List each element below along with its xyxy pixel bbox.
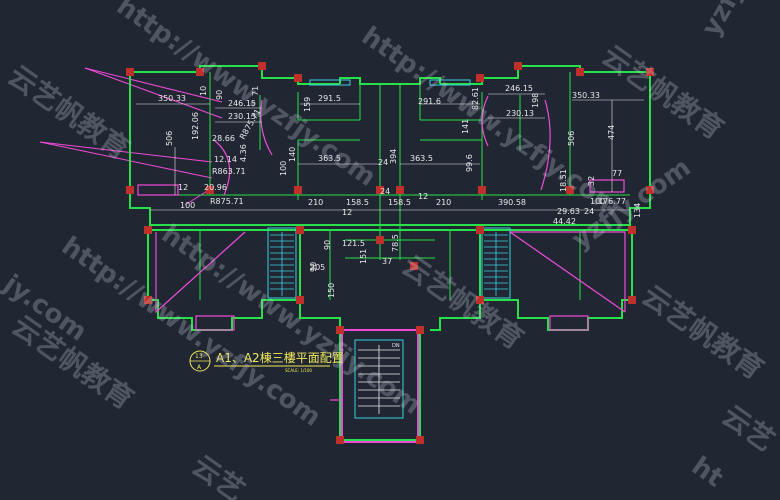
detail-number: 13	[195, 353, 203, 360]
dim-label: 24	[380, 187, 390, 196]
dim-label: 159	[303, 97, 312, 112]
dim-label: 350.33	[572, 91, 600, 100]
dim-label: 82.61	[471, 87, 480, 110]
dim-label: 121.5	[342, 239, 365, 248]
dim-label: 12	[178, 183, 188, 192]
stair-right	[484, 232, 508, 296]
dim-label: 506	[165, 131, 174, 146]
title-block: 13 A A1、A2棟三樓平面配置 SCALE: 1/100 DN	[189, 343, 400, 373]
dim-label: 210	[308, 198, 323, 207]
dim-label: 12	[342, 208, 352, 217]
dim-label: 4.36	[239, 144, 248, 162]
dim-label: 24	[584, 207, 594, 216]
dim-label: 198	[531, 93, 540, 108]
dim-label: 291.6	[418, 97, 441, 106]
dim-label: 24	[378, 158, 388, 167]
dim-label: R863.71	[212, 167, 246, 176]
dim-label: 134	[633, 203, 642, 218]
dim-label: 230.13	[506, 109, 534, 118]
dim-label: 230.13	[228, 112, 256, 121]
dim-label: 158.5	[346, 198, 369, 207]
dim-label: 44.42	[553, 217, 576, 226]
fixtures	[137, 95, 626, 443]
dim-label: 474	[607, 125, 616, 140]
dim-label: 90	[215, 90, 224, 100]
dim-label: 140	[288, 147, 297, 162]
dimension-lines	[136, 93, 644, 211]
dim-label: 246.15	[228, 99, 256, 108]
dim-label: 150	[327, 283, 336, 298]
dim-label: R875.71	[210, 197, 244, 206]
stair-center	[358, 345, 400, 414]
dim-label: 100	[180, 201, 195, 210]
dim-label: 78.5	[391, 234, 400, 252]
columns	[126, 62, 654, 444]
dim-label: 246.15	[505, 84, 533, 93]
dim-label: 20.96	[204, 183, 227, 192]
dim-label: 205	[310, 263, 325, 272]
leader-lines	[39, 67, 223, 206]
dim-label: 100	[590, 197, 605, 206]
dim-label: 291.5	[318, 94, 341, 103]
dim-label: 176.77	[598, 197, 626, 206]
dim-label: 350.33	[158, 94, 186, 103]
dim-label: 151	[359, 249, 368, 264]
detail-sheet: A	[197, 364, 202, 371]
dim-label: 141	[461, 119, 470, 134]
dim-label: 18.51	[559, 169, 568, 192]
dim-label: 28.66	[212, 134, 235, 143]
dim-label: 77	[612, 169, 622, 178]
drawing-title: A1、A2棟三樓平面配置	[216, 350, 344, 365]
glazing	[267, 79, 511, 419]
dim-label: 390.58	[498, 198, 526, 207]
dim-label: 158.5	[388, 198, 411, 207]
dim-label: 32	[587, 176, 596, 186]
dim-label: 12	[418, 192, 428, 201]
dim-label: 363.5	[318, 154, 341, 163]
dim-label: 394	[389, 149, 398, 164]
dim-label: 10	[199, 86, 208, 96]
dim-label: 210	[436, 198, 451, 207]
dim-label: 37	[382, 257, 392, 266]
dim-label: 12.14	[214, 155, 237, 164]
dim-label: 363.5	[410, 154, 433, 163]
dim-label: 90	[309, 262, 318, 272]
stair-direction-label: DN	[392, 343, 400, 349]
stair-left	[270, 232, 294, 296]
dim-label: 506	[567, 131, 576, 146]
drawing-scale: SCALE: 1/100	[285, 368, 312, 373]
dim-label: 100	[279, 161, 288, 176]
dim-label: 29.63	[557, 207, 580, 216]
dimension-labels: 350.33 246.15 230.13 291.5 291.6 246.15 …	[158, 84, 642, 298]
dim-label: 99.6	[465, 154, 474, 172]
dim-label: 192.06	[191, 112, 200, 140]
dim-label: 90	[323, 240, 332, 250]
interior-walls	[150, 72, 630, 300]
dim-label: 71	[251, 86, 260, 96]
